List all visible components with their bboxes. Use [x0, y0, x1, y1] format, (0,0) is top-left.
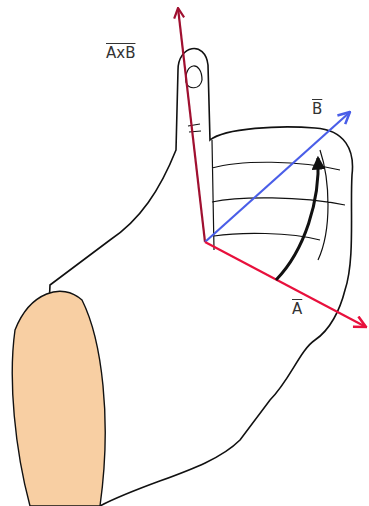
rotation-arrow: [276, 158, 318, 280]
vector-label: B: [312, 100, 322, 118]
vector-b-arrow: [205, 112, 350, 242]
thumb-nail: [186, 66, 202, 88]
vector-a-arrow: [205, 242, 366, 327]
finger-lines: [212, 140, 345, 260]
vector-label: AxB: [106, 44, 135, 62]
vector-label: A: [292, 300, 302, 318]
sleeve-cuff: [12, 291, 105, 506]
cross-product-arrow: [178, 8, 205, 242]
thumb-crease: [188, 124, 201, 132]
